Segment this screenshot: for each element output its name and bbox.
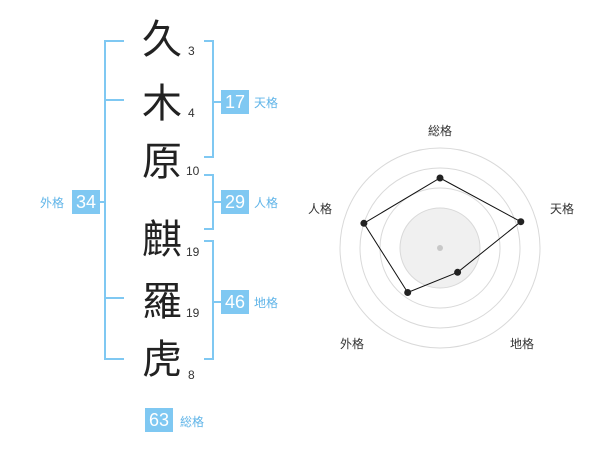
radar-axis-label-gaikaku: 外格 [340,337,365,351]
radar-axis-label-tenkaku: 天格 [550,202,575,216]
name-char-1: 久 [142,17,182,63]
name-char-5: 羅 [142,279,182,325]
chikaku-label: 地格 [254,296,279,310]
gaikaku-bracket-bottom [104,358,124,360]
stroke-count-5: 19 [186,306,200,320]
tenkaku-bracket-vertical [212,40,214,158]
gaikaku-bracket-top [104,40,124,42]
radar-axis-label-jinkaku: 人格 [308,202,333,216]
tenkaku-connector [212,101,222,103]
radar-point-4 [404,289,412,296]
gaikaku-tick-lower [104,297,124,299]
jinkaku-bracket-top [204,174,214,176]
soukaku-label: 総格 [180,415,205,429]
chikaku-bracket-top [204,240,214,242]
gaikaku-connector [98,201,106,203]
radar-axis-label-soukaku: 総格 [428,124,453,138]
radar-point-5 [360,219,368,227]
radar-center-dot [437,245,443,251]
jinkaku-connector [212,201,222,203]
jinkaku-value-badge: 29 [221,190,249,214]
jinkaku-label: 人格 [254,196,279,210]
gaikaku-tick-upper [104,99,124,101]
tenkaku-bracket-top [204,40,214,42]
radar-point-3 [454,268,462,276]
name-char-2: 木 [142,81,182,127]
name-char-4: 麒 [142,217,182,263]
radar-point-2 [517,218,525,226]
tenkaku-bracket-bottom [204,156,214,158]
stroke-count-1: 3 [188,44,195,58]
radar-axis-label-chikaku: 地格 [510,337,535,351]
stroke-count-4: 19 [186,245,200,259]
radar-points [360,174,525,296]
radar-point-1 [436,174,444,182]
jinkaku-bracket-bottom [204,228,214,230]
chikaku-connector [212,301,222,303]
gaikaku-value-badge: 34 [72,190,100,214]
chikaku-bracket-bottom [204,358,214,360]
tenkaku-value-badge: 17 [221,90,249,114]
stroke-count-3: 10 [186,164,200,178]
radar-polygon [363,177,522,294]
name-char-6: 虎 [142,337,182,383]
gaikaku-bracket-vertical [104,40,106,360]
chikaku-bracket-vertical [212,240,214,360]
gaikaku-label: 外格 [40,196,65,210]
stroke-count-6: 8 [188,368,195,382]
tenkaku-label: 天格 [254,96,279,110]
chikaku-value-badge: 46 [221,290,249,314]
soukaku-value-badge: 63 [145,408,173,432]
stroke-count-2: 4 [188,106,195,120]
name-char-3: 原 [142,139,182,185]
